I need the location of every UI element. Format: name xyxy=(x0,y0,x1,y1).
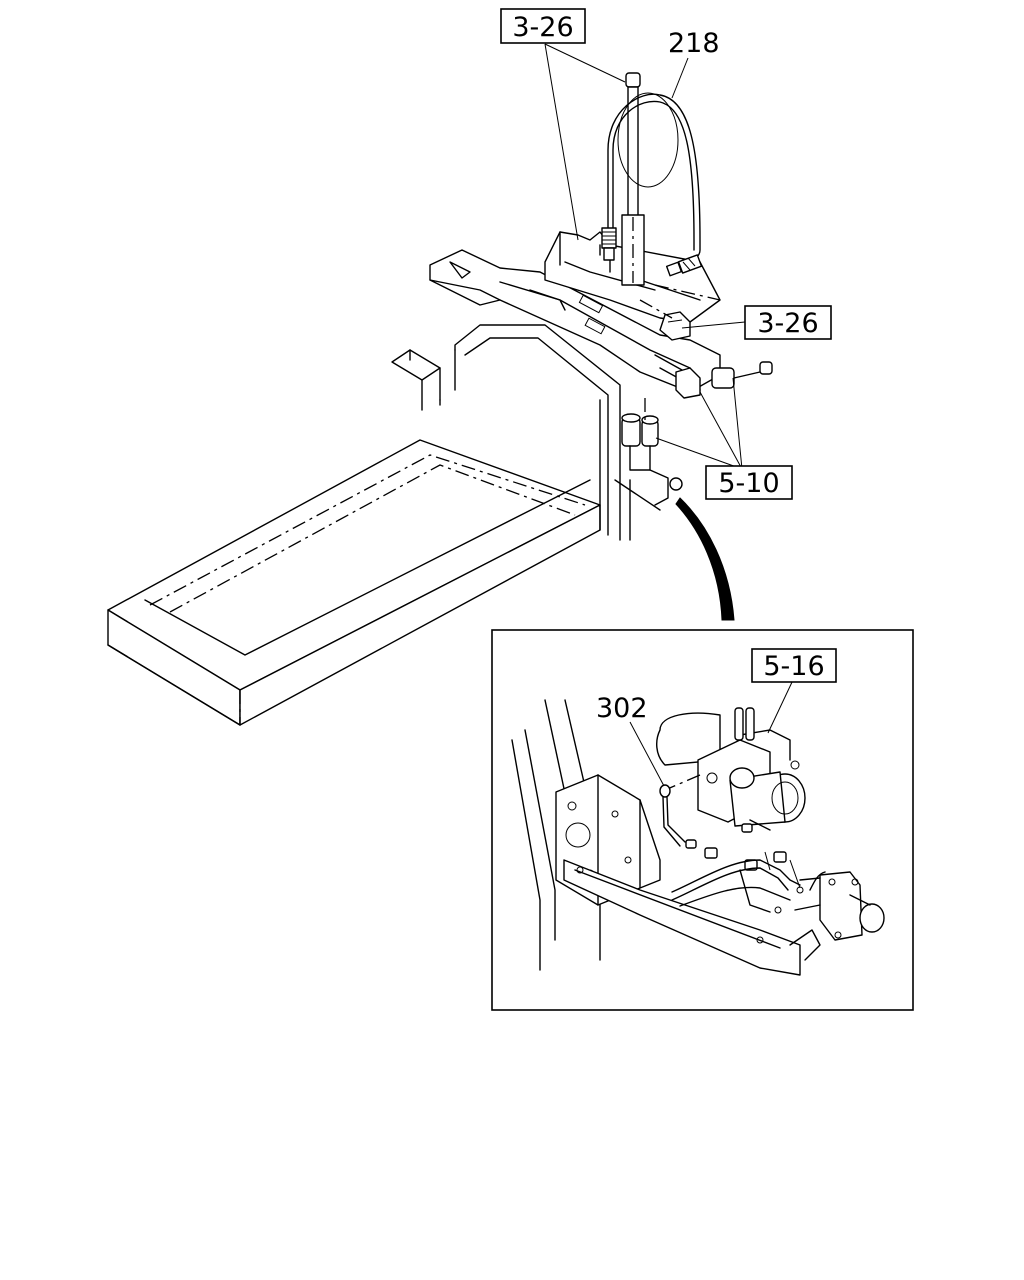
svg-text:3-26: 3-26 xyxy=(512,12,573,43)
callout-3-26-right: 3-26 xyxy=(744,305,832,340)
svg-text:3-26: 3-26 xyxy=(757,308,818,339)
callout-302: 302 xyxy=(596,693,648,724)
svg-text:5-10: 5-10 xyxy=(718,468,779,499)
cross-member xyxy=(439,324,661,541)
callout-5-16: 5-16 xyxy=(751,648,837,683)
spring-coil-right xyxy=(665,254,703,277)
pump-motor-unit xyxy=(656,707,806,833)
spring-coil-left xyxy=(601,227,617,261)
sensor-right xyxy=(675,361,773,399)
svg-text:5-16: 5-16 xyxy=(763,651,824,682)
left-bracket xyxy=(391,349,441,411)
frame-rail xyxy=(107,439,601,726)
leader-5-16 xyxy=(767,679,794,734)
callout-218: 218 xyxy=(668,28,720,59)
brake-lines xyxy=(671,851,804,914)
switch-connector xyxy=(639,299,691,341)
hose-clamps xyxy=(621,398,683,506)
part-218-cable xyxy=(601,92,703,277)
guide-rod xyxy=(621,72,645,286)
leader-lines xyxy=(544,43,746,470)
leader-302 xyxy=(629,721,665,787)
detail-arrow xyxy=(675,497,735,621)
detail-view xyxy=(491,629,914,1011)
valve-assembly xyxy=(794,871,885,941)
callout-5-10: 5-10 xyxy=(705,465,793,500)
callout-3-26-top: 3-26 xyxy=(500,8,586,44)
crossbar-plate xyxy=(429,249,721,393)
detail-frame xyxy=(491,629,914,1011)
